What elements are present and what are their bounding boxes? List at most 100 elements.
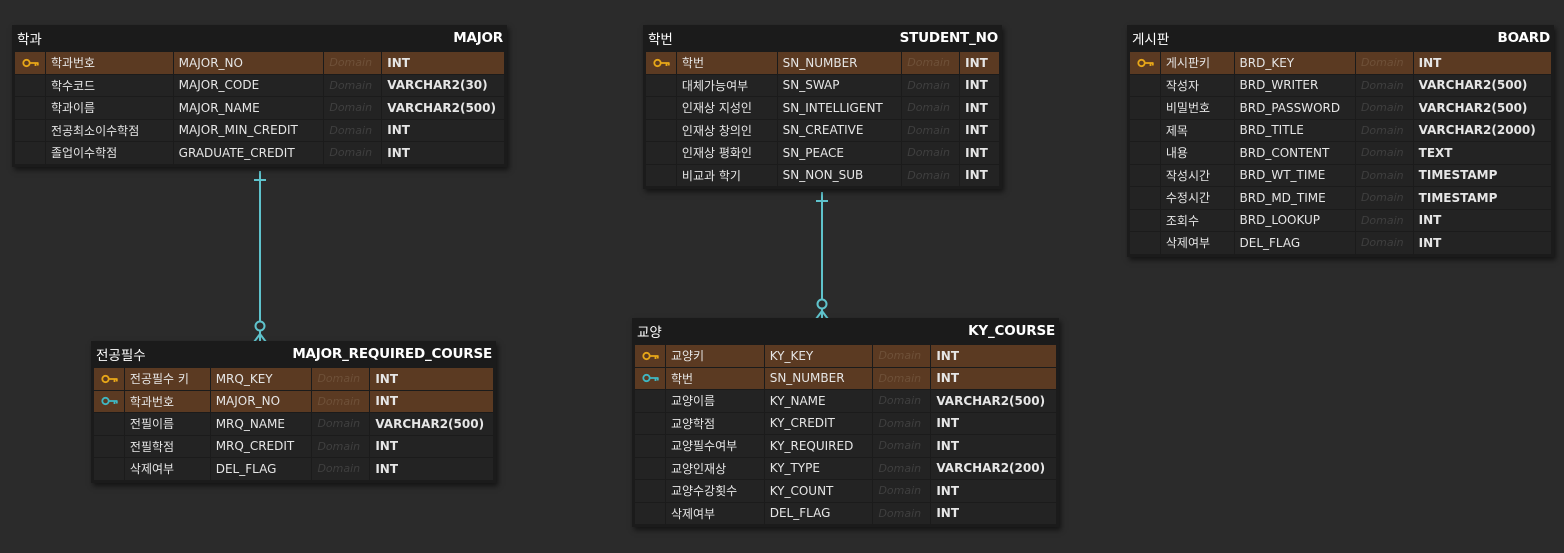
key-cell bbox=[646, 74, 676, 96]
column-logical-name: 교양필수여부 bbox=[665, 435, 764, 457]
column-domain: Domain bbox=[1355, 52, 1413, 74]
column-domain: Domain bbox=[1355, 187, 1413, 209]
column-logical-name: 삭제여부 bbox=[124, 458, 210, 480]
column-logical-name: 인재상 지성인 bbox=[676, 97, 777, 119]
column-data-type: INT bbox=[931, 412, 1057, 434]
column-logical-name: 학번 bbox=[676, 52, 777, 74]
column-data-type: INT bbox=[382, 119, 504, 141]
column-physical-name: SN_NUMBER bbox=[764, 367, 873, 389]
column-physical-name: DEL_FLAG bbox=[764, 502, 873, 524]
column-domain: Domain bbox=[873, 412, 931, 434]
primary-key-icon bbox=[1137, 58, 1155, 67]
column-domain: Domain bbox=[312, 458, 370, 480]
column-physical-name: MAJOR_NO bbox=[173, 52, 324, 74]
column-domain: Domain bbox=[312, 390, 370, 412]
relationship-major-to-major-required-course[interactable] bbox=[253, 171, 267, 343]
column-physical-name: KY_CREDIT bbox=[764, 412, 873, 434]
column-data-type: VARCHAR2(500) bbox=[931, 390, 1057, 412]
key-cell bbox=[15, 52, 45, 74]
column-data-type: INT bbox=[960, 142, 999, 164]
key-cell bbox=[1130, 142, 1160, 164]
column-domain: Domain bbox=[1355, 97, 1413, 119]
key-cell bbox=[635, 435, 665, 457]
key-cell bbox=[646, 97, 676, 119]
key-cell bbox=[1130, 97, 1160, 119]
column-physical-name: BRD_KEY bbox=[1234, 52, 1355, 74]
column-physical-name: BRD_MD_TIME bbox=[1234, 187, 1355, 209]
column-data-type: VARCHAR2(500) bbox=[1413, 97, 1551, 119]
column-physical-name: BRD_PASSWORD bbox=[1234, 97, 1355, 119]
key-cell bbox=[94, 413, 124, 435]
column-physical-name: MRQ_NAME bbox=[210, 413, 312, 435]
column-physical-name: DEL_FLAG bbox=[210, 458, 312, 480]
entity-header[interactable]: 교양 KY_COURSE bbox=[632, 318, 1059, 344]
column-physical-name: MAJOR_NO bbox=[210, 390, 312, 412]
entity-header[interactable]: 게시판 BOARD bbox=[1127, 25, 1554, 51]
primary-key-icon bbox=[101, 374, 119, 383]
key-cell bbox=[1130, 232, 1160, 254]
relationship-student-no-to-ky-course[interactable] bbox=[815, 192, 829, 320]
entity-logical-name: 교양 bbox=[637, 325, 662, 341]
key-cell bbox=[635, 412, 665, 434]
key-cell bbox=[635, 480, 665, 502]
entity-header[interactable]: 학과 MAJOR bbox=[12, 25, 507, 51]
column-physical-name: BRD_WRITER bbox=[1234, 74, 1355, 96]
column-logical-name: 인재상 평화인 bbox=[676, 142, 777, 164]
entity-header[interactable]: 학번 STUDENT_NO bbox=[643, 25, 1002, 51]
column-logical-name: 전공필수 키 bbox=[124, 368, 210, 390]
primary-key-icon bbox=[22, 58, 40, 67]
column-physical-name: SN_INTELLIGENT bbox=[777, 97, 902, 119]
column-physical-name: SN_SWAP bbox=[777, 74, 902, 96]
column-logical-name: 수정시간 bbox=[1160, 187, 1234, 209]
key-cell bbox=[15, 142, 45, 164]
column-physical-name: KY_COUNT bbox=[764, 480, 873, 502]
entity-physical-name: STUDENT_NO bbox=[899, 30, 999, 46]
column-logical-name: 인재상 창의인 bbox=[676, 119, 777, 141]
column-physical-name: BRD_CONTENT bbox=[1234, 142, 1355, 164]
column-logical-name: 전필학점 bbox=[124, 435, 210, 457]
entity-header[interactable]: 전공필수 MAJOR_REQUIRED_COURSE bbox=[91, 341, 496, 367]
column-data-type: VARCHAR2(200) bbox=[931, 457, 1057, 479]
foreign-key-icon bbox=[101, 397, 119, 406]
column-data-type: INT bbox=[931, 480, 1057, 502]
column-data-type: INT bbox=[960, 119, 999, 141]
